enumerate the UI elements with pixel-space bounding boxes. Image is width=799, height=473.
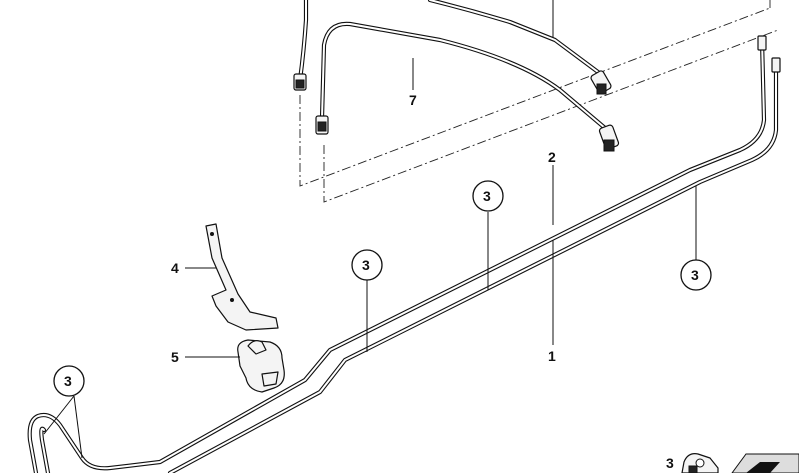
leader-lines xyxy=(43,0,697,459)
label-part-7: 7 xyxy=(409,92,417,108)
svg-text:3: 3 xyxy=(483,188,491,204)
fuel-line-7 xyxy=(293,0,620,152)
label-part-4: 4 xyxy=(171,260,179,276)
inset-label: 3 xyxy=(666,455,674,471)
pipe-end-1 xyxy=(757,35,767,51)
connector-right-lower-nut xyxy=(603,139,615,152)
svg-text:3: 3 xyxy=(64,373,72,389)
svg-text:3: 3 xyxy=(362,257,370,273)
callout-3-c: 3 xyxy=(680,259,712,291)
holder-5 xyxy=(237,339,285,393)
label-part-5: 5 xyxy=(171,349,179,365)
svg-text:3: 3 xyxy=(691,267,699,283)
label-part-1: 1 xyxy=(548,348,556,364)
inset-clip-3: 3 xyxy=(666,453,799,473)
connector-left-lower-nut xyxy=(317,121,327,132)
main-pipes xyxy=(27,35,781,473)
callout-3-a: 3 xyxy=(472,180,504,212)
callout-3-b: 3 xyxy=(351,249,383,281)
assembly-dash-lines xyxy=(299,0,779,203)
callout-3-d: 3 xyxy=(53,365,85,397)
label-part-2: 2 xyxy=(548,149,556,165)
pipe-end-2 xyxy=(771,57,781,73)
bracket-4 xyxy=(205,223,279,331)
connector-right-upper-nut xyxy=(596,83,607,95)
connector-left-upper-nut xyxy=(295,79,305,89)
